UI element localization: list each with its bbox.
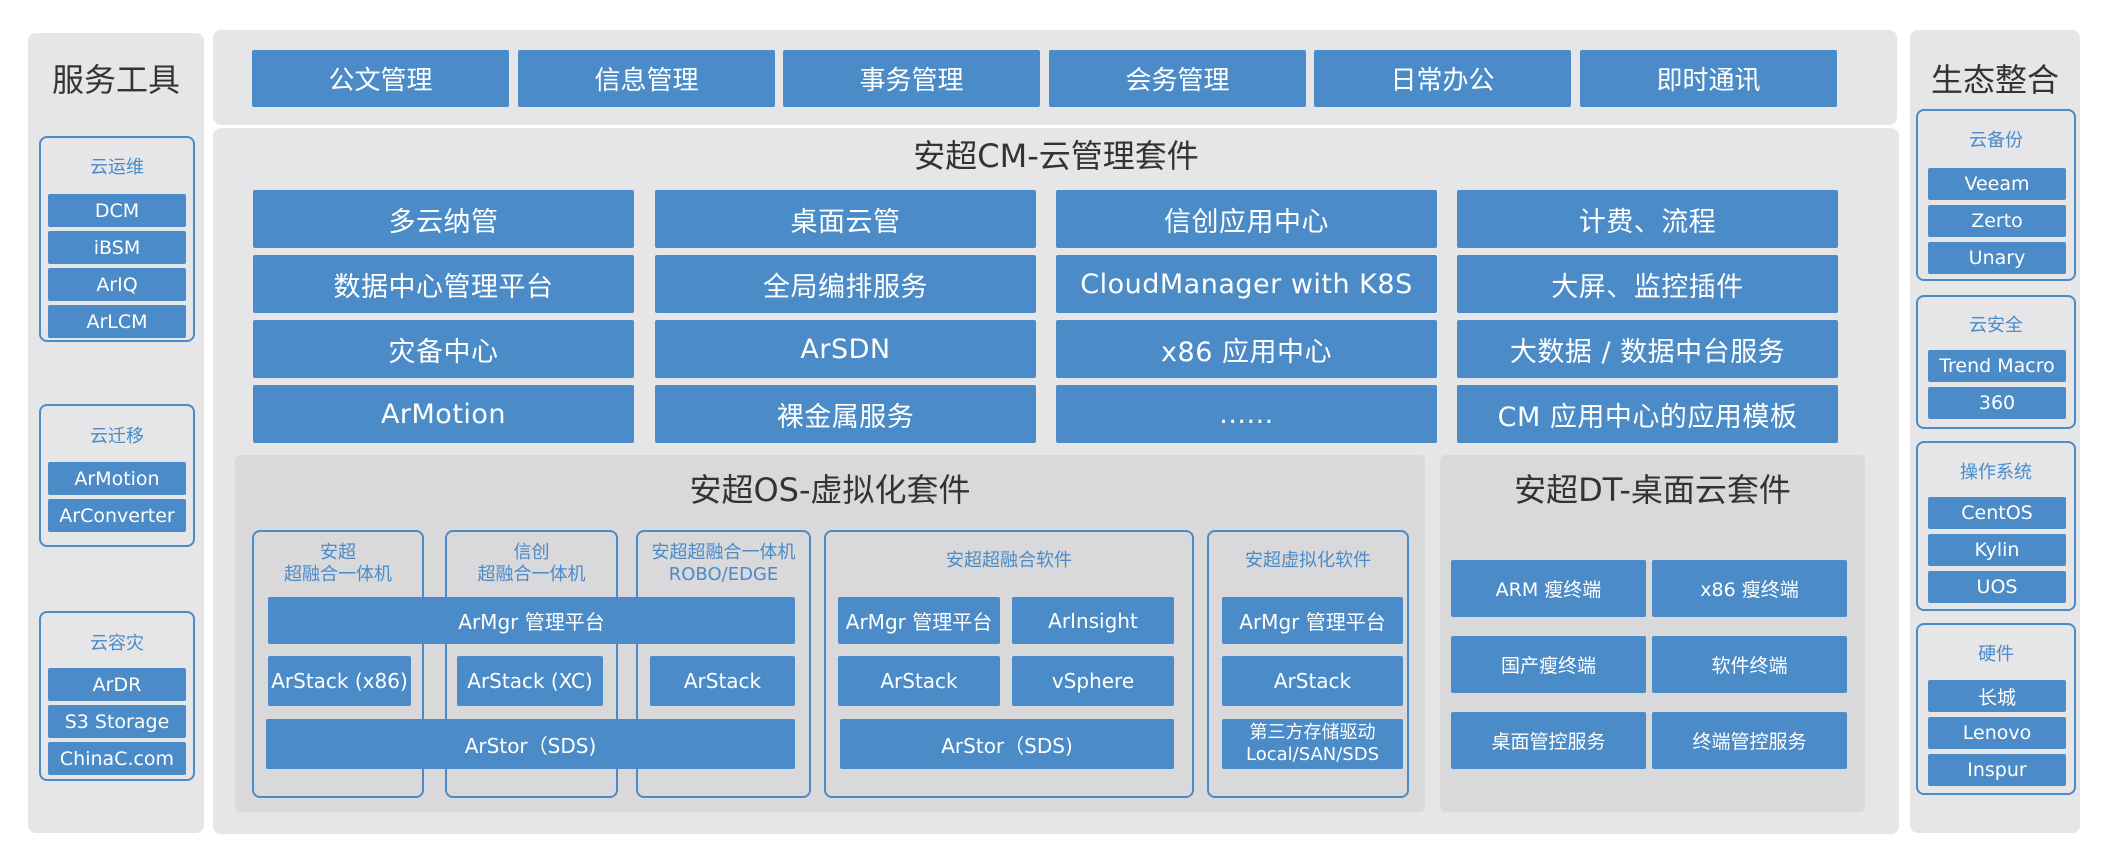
cm-app-template[interactable]: CM 应用中心的应用模板 xyxy=(1457,385,1838,443)
os-virt-software-group xyxy=(1207,530,1409,798)
os-col1-label-line2: 超融合一体机 xyxy=(284,564,392,585)
os-arstack-robo[interactable]: ArStack xyxy=(650,656,795,706)
dt-arm-thin-client[interactable]: ARM 瘦终端 xyxy=(1451,560,1646,617)
office-document-management[interactable]: 公文管理 xyxy=(252,50,509,107)
group-operating-systems-label: 操作系统 xyxy=(1960,462,2032,483)
group-cloud-ops-label: 云运维 xyxy=(90,157,144,178)
os-hci-software-label: 安超超融合软件 xyxy=(946,550,1072,571)
group-cloud-migration xyxy=(39,404,195,547)
eco-centos[interactable]: CentOS xyxy=(1928,497,2066,529)
os-col3-label: 安超超融合一体机 ROBO/EDGE xyxy=(636,540,811,588)
os-appliance-col3 xyxy=(636,530,811,798)
tool-s3-storage[interactable]: S3 Storage xyxy=(48,705,186,738)
os-virt-software-label: 安超虚拟化软件 xyxy=(1245,550,1371,571)
group-cloud-ops xyxy=(39,136,195,342)
left-panel-title: 服务工具 xyxy=(51,61,180,99)
group-cloud-backup xyxy=(1916,109,2076,281)
os-appliance-col2 xyxy=(445,530,618,798)
group-cloud-dr xyxy=(39,611,195,781)
os-appliance-col1 xyxy=(252,530,424,798)
dt-title: 安超DT-桌面云套件 xyxy=(1514,471,1791,509)
cm-more[interactable]: ...... xyxy=(1056,385,1437,443)
cm-xinchuang-app-center[interactable]: 信创应用中心 xyxy=(1056,190,1437,248)
eco-greatwall[interactable]: 长城 xyxy=(1928,680,2066,712)
os-col2-label-line2: 超融合一体机 xyxy=(477,564,586,585)
os-hci-arinsight[interactable]: ArInsight xyxy=(1012,597,1174,644)
office-affairs-management[interactable]: 事务管理 xyxy=(783,50,1040,107)
cm-arsdn[interactable]: ArSDN xyxy=(655,320,1036,378)
os-col3-label-line1: 安超超融合一体机 xyxy=(651,542,796,563)
office-meeting-management[interactable]: 会务管理 xyxy=(1049,50,1306,107)
os-virt-storage-driver[interactable]: 第三方存储驱动 Local/SAN/SDS xyxy=(1222,719,1403,769)
dt-x86-thin-client[interactable]: x86 瘦终端 xyxy=(1652,560,1847,617)
cm-billing-workflow[interactable]: 计费、流程 xyxy=(1457,190,1838,248)
cm-title: 安超CM-云管理套件 xyxy=(913,137,1199,175)
os-col2-label-line1: 信创 xyxy=(513,542,550,563)
group-cloud-dr-label: 云容灾 xyxy=(90,633,144,654)
group-cloud-security-label: 云安全 xyxy=(1969,315,2023,336)
group-cloud-security xyxy=(1916,295,2076,429)
tool-ibsm[interactable]: iBSM xyxy=(48,231,186,264)
group-cloud-backup-label: 云备份 xyxy=(1969,130,2023,151)
tool-dcm[interactable]: DCM xyxy=(48,194,186,227)
eco-unary[interactable]: Unary xyxy=(1928,242,2066,274)
office-daily-work[interactable]: 日常办公 xyxy=(1314,50,1571,107)
os-title: 安超OS-虚拟化套件 xyxy=(689,471,971,509)
os-virt-arstack[interactable]: ArStack xyxy=(1222,656,1403,706)
dt-software-client[interactable]: 软件终端 xyxy=(1652,636,1847,693)
os-arstack-x86[interactable]: ArStack (x86) xyxy=(268,656,411,706)
eco-lenovo[interactable]: Lenovo xyxy=(1928,717,2066,749)
tool-arlcm[interactable]: ArLCM xyxy=(48,305,186,338)
eco-trend-macro[interactable]: Trend Macro xyxy=(1928,350,2066,382)
group-hardware xyxy=(1916,623,2076,795)
cm-desktop-cloud[interactable]: 桌面云管 xyxy=(655,190,1036,248)
office-instant-messaging[interactable]: 即时通讯 xyxy=(1580,50,1837,107)
os-col1-label: 安超 超融合一体机 xyxy=(252,540,424,588)
os-arstor-appliance[interactable]: ArStor（SDS) xyxy=(266,719,795,769)
tool-chinac[interactable]: ChinaC.com xyxy=(48,742,186,775)
os-virt-driver-line1: 第三方存储驱动 xyxy=(1249,722,1376,743)
cm-armotion[interactable]: ArMotion xyxy=(253,385,634,443)
office-information-management[interactable]: 信息管理 xyxy=(518,50,775,107)
cm-datacenter-platform[interactable]: 数据中心管理平台 xyxy=(253,255,634,313)
dt-desktop-control[interactable]: 桌面管控服务 xyxy=(1451,712,1646,769)
tool-ardr[interactable]: ArDR xyxy=(48,668,186,701)
cm-cloudmanager-k8s[interactable]: CloudManager with K8S xyxy=(1056,255,1437,313)
os-hci-arstack[interactable]: ArStack xyxy=(838,656,1000,706)
tool-armotion[interactable]: ArMotion xyxy=(48,462,186,495)
cm-bare-metal[interactable]: 裸金属服务 xyxy=(655,385,1036,443)
eco-zerto[interactable]: Zerto xyxy=(1928,205,2066,237)
eco-inspur[interactable]: Inspur xyxy=(1928,754,2066,786)
tool-arconverter[interactable]: ArConverter xyxy=(48,499,186,532)
os-col2-label: 信创 超融合一体机 xyxy=(445,540,618,588)
group-hardware-label: 硬件 xyxy=(1978,644,2014,665)
group-operating-systems xyxy=(1916,441,2076,611)
eco-veeam[interactable]: Veeam xyxy=(1928,168,2066,200)
os-hci-software-group xyxy=(824,530,1194,798)
right-panel-title: 生态整合 xyxy=(1930,61,2059,99)
cm-disaster-recovery-center[interactable]: 灾备中心 xyxy=(253,320,634,378)
dt-client-control[interactable]: 终端管控服务 xyxy=(1652,712,1847,769)
tool-ariq[interactable]: ArIQ xyxy=(48,268,186,301)
eco-uos[interactable]: UOS xyxy=(1928,571,2066,603)
cm-dashboard-monitor[interactable]: 大屏、监控插件 xyxy=(1457,255,1838,313)
cm-x86-app-center[interactable]: x86 应用中心 xyxy=(1056,320,1437,378)
os-col1-label-line1: 安超 xyxy=(320,542,356,563)
os-virt-driver-line2: Local/SAN/SDS xyxy=(1245,744,1380,765)
os-arstack-xc[interactable]: ArStack (XC) xyxy=(457,656,603,706)
os-col3-label-line2: ROBO/EDGE xyxy=(668,564,779,585)
eco-kylin[interactable]: Kylin xyxy=(1928,534,2066,566)
os-armgr-appliance[interactable]: ArMgr 管理平台 xyxy=(268,597,795,644)
cm-bigdata-service[interactable]: 大数据 / 数据中台服务 xyxy=(1457,320,1838,378)
os-hci-armgr[interactable]: ArMgr 管理平台 xyxy=(838,597,1000,644)
os-hci-vsphere[interactable]: vSphere xyxy=(1012,656,1174,706)
group-cloud-migration-label: 云迁移 xyxy=(90,426,144,447)
cm-global-orchestration[interactable]: 全局编排服务 xyxy=(655,255,1036,313)
os-hci-arstor[interactable]: ArStor（SDS) xyxy=(840,719,1174,769)
os-virt-armgr[interactable]: ArMgr 管理平台 xyxy=(1222,597,1403,644)
cm-multi-cloud[interactable]: 多云纳管 xyxy=(253,190,634,248)
eco-360[interactable]: 360 xyxy=(1928,387,2066,419)
dt-domestic-thin-client[interactable]: 国产瘦终端 xyxy=(1451,636,1646,693)
